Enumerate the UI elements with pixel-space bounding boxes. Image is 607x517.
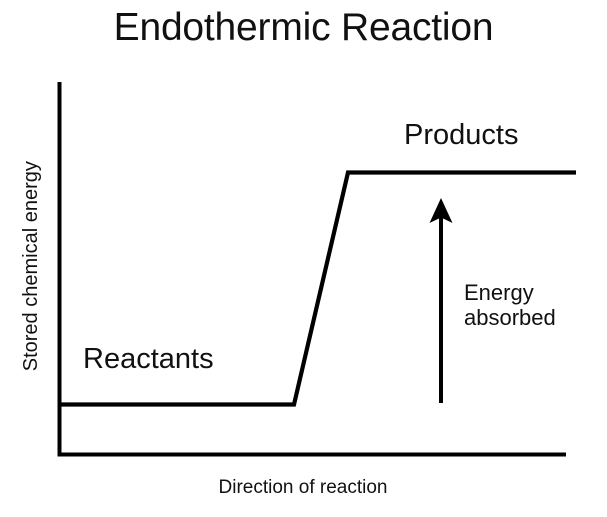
energy-profile-line (59, 170, 576, 407)
products-label: Products (404, 119, 519, 151)
reactants-label: Reactants (83, 343, 214, 375)
x-axis-label: Direction of reaction (218, 477, 388, 498)
arrow-head-icon (429, 198, 453, 223)
energy-absorbed-label-line-1: Energy (464, 280, 534, 305)
energy-absorbed-arrow (429, 198, 453, 403)
chart-title: Endothermic Reaction (113, 6, 494, 49)
y-axis-label: Stored chemical energy (19, 161, 42, 372)
chart-axes (57, 82, 566, 457)
energy-absorbed-label-line-2: absorbed (464, 304, 556, 330)
energy-profile-curve (59, 170, 576, 407)
